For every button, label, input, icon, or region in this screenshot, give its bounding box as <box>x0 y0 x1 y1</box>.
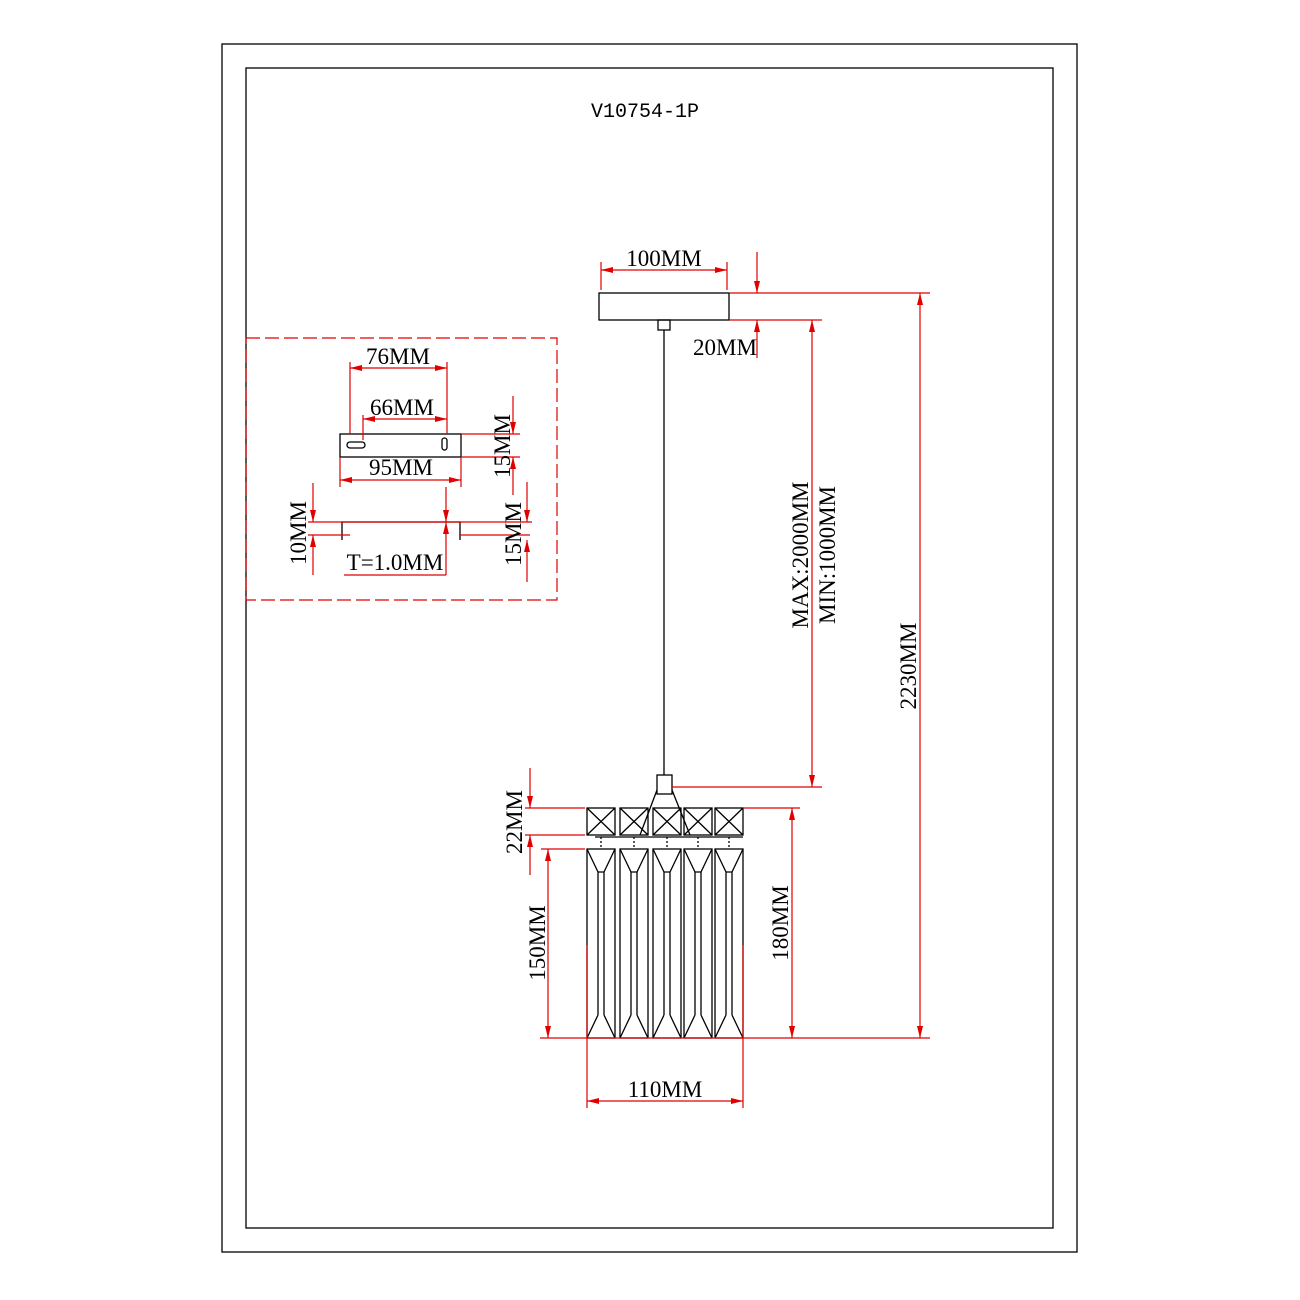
crystal-cube <box>683 807 713 836</box>
bracket-width-label: 15MM <box>490 414 515 478</box>
crystal-height-label: 150MM <box>525 905 550 980</box>
inner-frame <box>245 67 1054 1229</box>
dimension-cord-length: MAX:2000MM MIN:1000MM <box>672 320 840 788</box>
side-height-label: 10MM <box>286 501 311 565</box>
lamp-cap <box>656 774 673 795</box>
hanging-crystals <box>586 837 744 1039</box>
bracket-length-label: 95MM <box>369 455 433 480</box>
shade-width-label: 110MM <box>628 1077 703 1102</box>
shade-height-label: 180MM <box>768 885 793 960</box>
dimension-shade-width: 110MM <box>586 945 744 1108</box>
crystal-prism <box>619 837 649 1039</box>
crystal-cube <box>714 807 744 836</box>
top-row-label: 22MM <box>502 790 527 854</box>
dimension-top-row: 22MM <box>502 768 585 875</box>
crystal-prism <box>714 837 744 1039</box>
pendant-lamp <box>586 292 744 1039</box>
crystal-cube <box>586 807 616 836</box>
hole-spacing-inner-label: 66MM <box>370 395 434 420</box>
crystal-cube <box>619 807 649 836</box>
crystal-cube <box>652 807 682 836</box>
thickness-label: T=1.0MM <box>347 550 444 575</box>
bracket-top-view <box>339 433 462 458</box>
canopy-nipple <box>657 319 671 331</box>
dimension-crystal-height: 150MM <box>525 807 930 1039</box>
outer-frame <box>221 43 1078 1253</box>
drawing-title: V10754-1P <box>591 101 699 124</box>
dimension-canopy-height: 20MM <box>693 252 930 360</box>
dimension-total-height: 2230MM <box>896 293 923 1038</box>
dimension-canopy-width: 100MM <box>600 246 728 290</box>
canopy <box>598 292 730 321</box>
side-depth-label: 15MM <box>501 502 526 566</box>
bracket-side-view <box>341 521 461 540</box>
dimension-shade-height: 180MM <box>768 808 795 1038</box>
total-height-label: 2230MM <box>896 623 921 710</box>
bracket-detail-inset: 76MM 66MM 95MM 15MM 10MM 15MM T=1.0MM <box>245 337 558 601</box>
crystal-prism <box>652 837 682 1039</box>
cord-max-label: MAX:2000MM <box>788 482 813 629</box>
canopy-height-label: 20MM <box>693 335 757 360</box>
cord-min-label: MIN:1000MM <box>815 486 840 624</box>
crystal-prism <box>683 837 713 1039</box>
top-crystal-row <box>586 807 744 836</box>
hole-spacing-outer-label: 76MM <box>366 344 430 369</box>
crystal-prism <box>586 837 616 1039</box>
canopy-width-label: 100MM <box>626 246 701 271</box>
